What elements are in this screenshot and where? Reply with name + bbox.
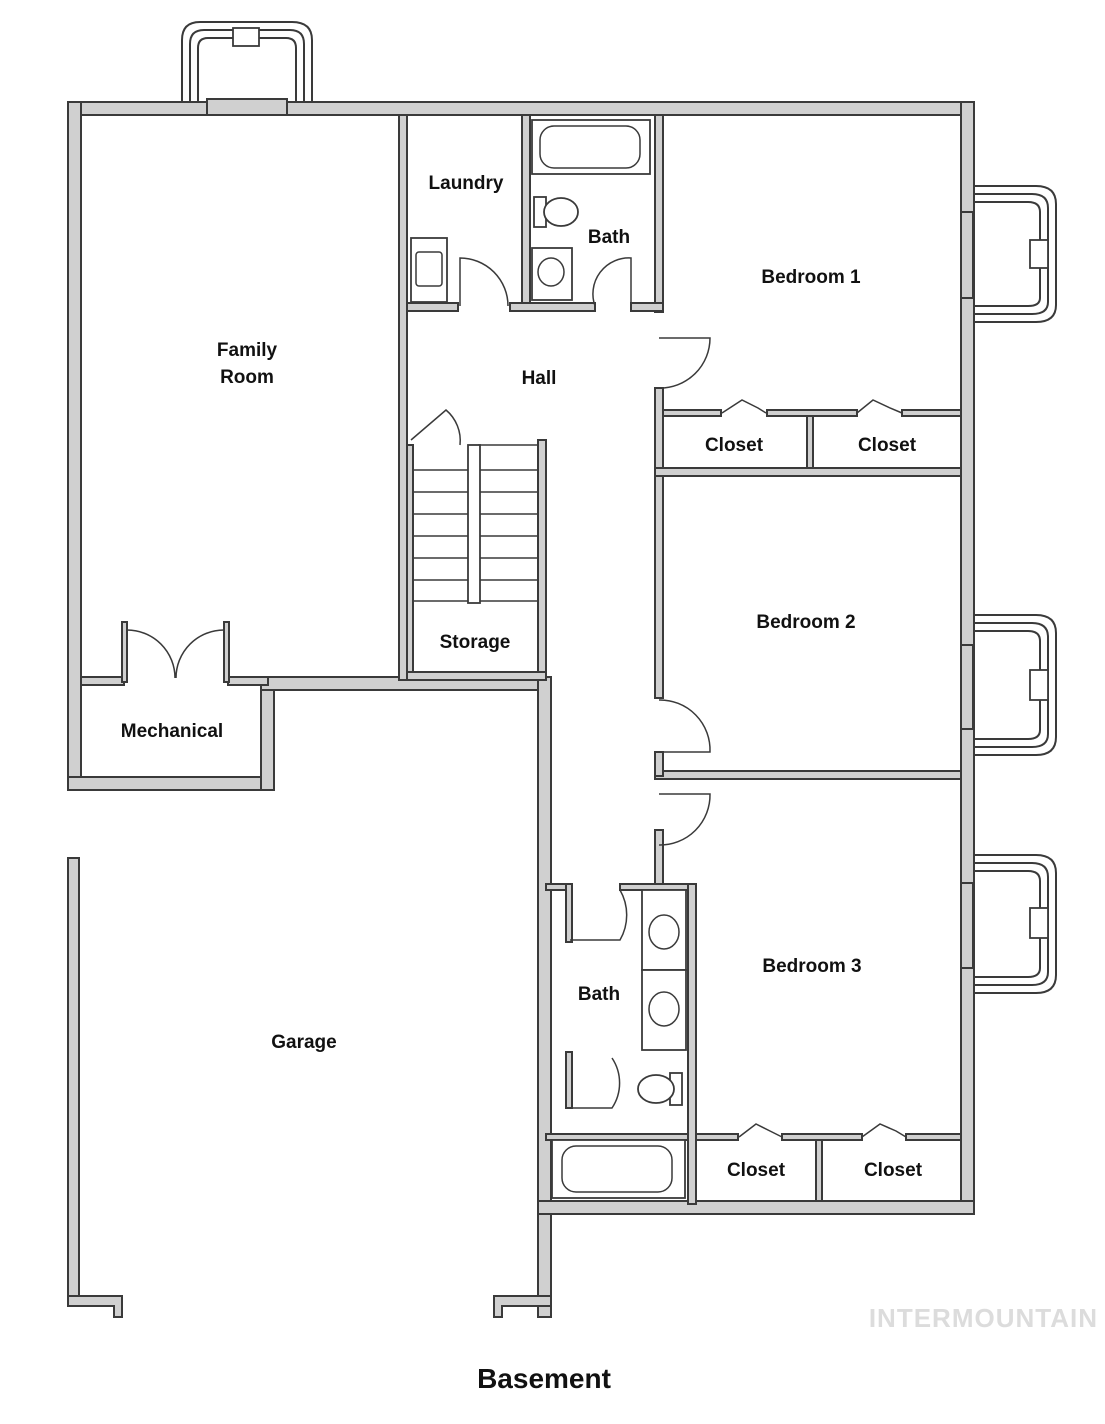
plumbing-fixtures <box>410 119 687 1199</box>
label-bedroom-3: Bedroom 3 <box>762 956 861 977</box>
label-family-room-2: Room <box>220 367 274 388</box>
label-bedroom-1: Bedroom 1 <box>761 267 861 288</box>
window-well-top <box>181 21 313 116</box>
staircase <box>413 444 538 604</box>
room-labels: Family Room Laundry Bath Bedroom 1 Hall … <box>121 173 923 1181</box>
plan-title: Basement <box>477 1363 611 1394</box>
label-storage: Storage <box>440 632 511 653</box>
label-family-room-1: Family <box>217 340 278 361</box>
watermark: INTERMOUNTAIN <box>869 1303 1098 1333</box>
doors <box>126 257 907 1138</box>
window-well-bedroom-3 <box>960 854 1057 994</box>
label-closet-3b: Closet <box>864 1160 923 1181</box>
interior-walls <box>80 114 962 1205</box>
label-garage: Garage <box>271 1032 336 1053</box>
window-well-bedroom-2 <box>960 614 1057 756</box>
label-mechanical: Mechanical <box>121 721 223 742</box>
label-closet-1b: Closet <box>858 435 917 456</box>
label-closet-1a: Closet <box>705 435 764 456</box>
label-laundry: Laundry <box>429 173 504 194</box>
label-hall: Hall <box>522 368 557 389</box>
label-bath-upper: Bath <box>588 227 630 248</box>
label-bedroom-2: Bedroom 2 <box>756 612 855 633</box>
label-bath-lower: Bath <box>578 984 620 1005</box>
label-closet-3a: Closet <box>727 1160 786 1181</box>
window-well-bedroom-1 <box>960 185 1057 323</box>
